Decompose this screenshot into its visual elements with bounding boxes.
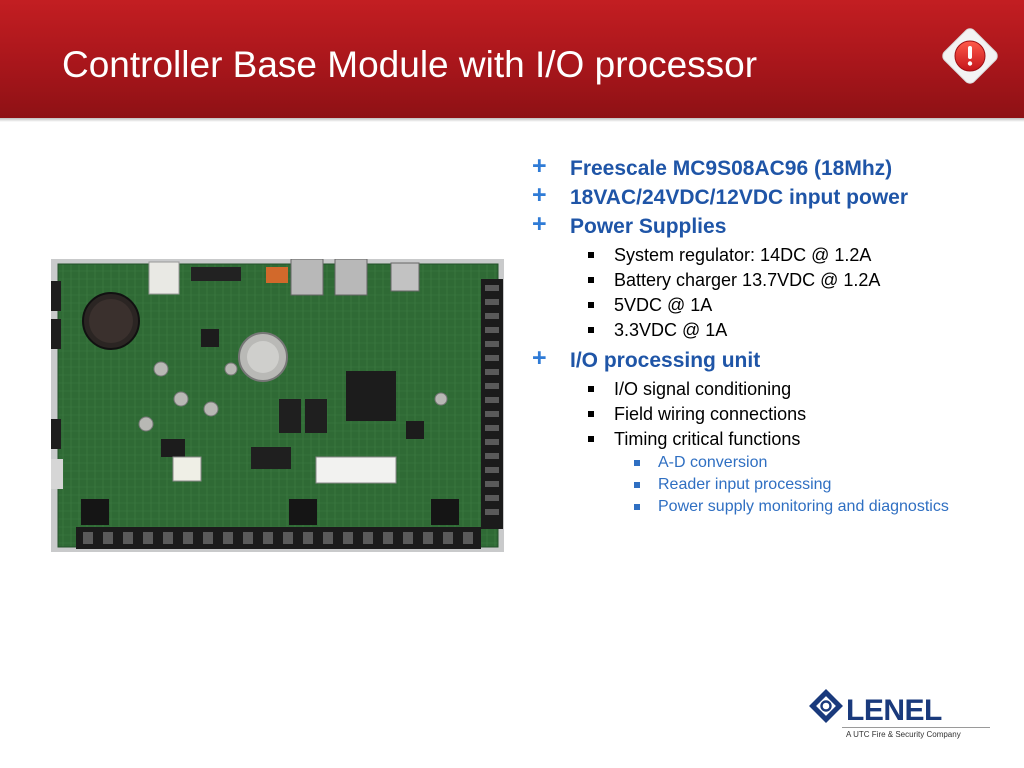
bullet-text: 18VAC/24VDC/12VDC input power (570, 186, 909, 209)
bullet-list: + Freescale MC9S08AC96 (18Mhz) + 18VAC/2… (531, 152, 1001, 520)
slide-header: Controller Base Module with I/O processo… (0, 0, 1024, 122)
logo-divider (842, 727, 990, 728)
sub-sub-bullet: Power supply monitoring and diagnostics (531, 498, 1001, 516)
plus-bullet-icon: + (532, 344, 547, 372)
sub-bullet-text: System regulator: 14DC @ 1.2A (614, 245, 872, 265)
sub-bullet: 5VDC @ 1A (531, 293, 1001, 317)
square-bullet-icon (634, 460, 640, 466)
sub-bullet: Field wiring connections (531, 402, 1001, 426)
sub-bullet: Timing critical functions (531, 427, 1001, 451)
bullet-input-power: + 18VAC/24VDC/12VDC input power (531, 181, 1001, 210)
square-bullet-icon (634, 482, 640, 488)
lenel-diamond-logo-icon (809, 689, 843, 723)
square-bullet-icon (588, 277, 594, 283)
sub-bullet: Battery charger 13.7VDC @ 1.2A (531, 268, 1001, 292)
square-bullet-icon (634, 504, 640, 510)
sub-bullet-text: Battery charger 13.7VDC @ 1.2A (614, 270, 881, 290)
sub-sub-bullet: A-D conversion (531, 454, 1001, 472)
sub-bullet-text: Field wiring connections (614, 404, 807, 424)
square-bullet-icon (588, 411, 594, 417)
sub-sub-bullet-text: Reader input processing (658, 476, 832, 493)
sub-bullet: I/O signal conditioning (531, 377, 1001, 401)
plus-bullet-icon: + (532, 152, 547, 180)
bullet-text: Freescale MC9S08AC96 (18Mhz) (570, 157, 893, 180)
sub-sub-bullet-text: A-D conversion (658, 454, 768, 471)
sub-bullet-text: I/O signal conditioning (614, 379, 792, 399)
bullet-io-processing: + I/O processing unit (531, 344, 1001, 373)
square-bullet-icon (588, 436, 594, 442)
bullet-power-supplies: + Power Supplies (531, 210, 1001, 239)
sub-bullet-text: 3.3VDC @ 1A (614, 320, 728, 340)
controller-board-photo (51, 259, 504, 552)
square-bullet-icon (588, 386, 594, 392)
sub-sub-bullet: Reader input processing (531, 476, 1001, 494)
bullet-processor: + Freescale MC9S08AC96 (18Mhz) (531, 152, 1001, 181)
plus-bullet-icon: + (532, 210, 547, 238)
square-bullet-icon (588, 252, 594, 258)
square-bullet-icon (588, 302, 594, 308)
sub-bullet: 3.3VDC @ 1A (531, 318, 1001, 342)
square-bullet-icon (588, 327, 594, 333)
plus-bullet-icon: + (532, 181, 547, 209)
sub-sub-bullet-text: Power supply monitoring and diagnostics (658, 498, 949, 515)
lenel-logo: LENEL (809, 689, 943, 727)
bullet-text: I/O processing unit (570, 349, 761, 372)
slide-title: Controller Base Module with I/O processo… (62, 44, 758, 85)
power-button-icon[interactable] (940, 26, 1000, 86)
logo-tagline: A UTC Fire & Security Company (846, 730, 961, 739)
sub-bullet: System regulator: 14DC @ 1.2A (531, 243, 1001, 267)
bullet-text: Power Supplies (570, 215, 727, 238)
sub-bullet-text: Timing critical functions (614, 429, 801, 449)
logo-wordmark: LENEL (846, 694, 942, 727)
sub-bullet-text: 5VDC @ 1A (614, 295, 713, 315)
